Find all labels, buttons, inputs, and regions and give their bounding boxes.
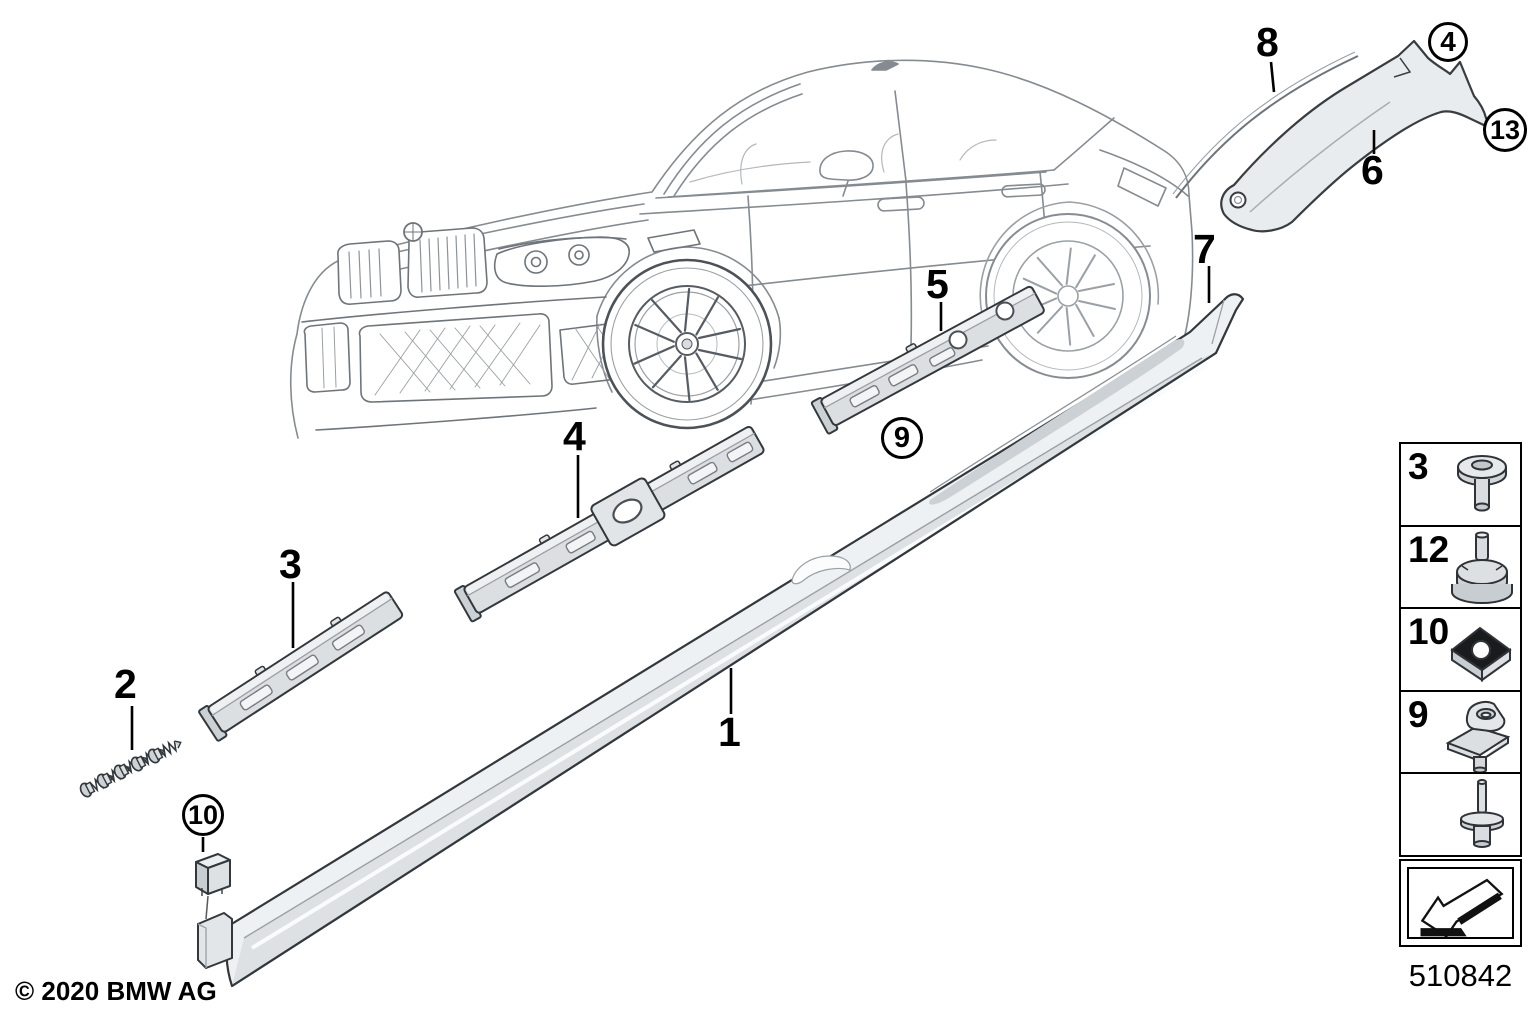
part-rail-front <box>198 591 404 742</box>
headlight <box>493 229 701 287</box>
car-illustration <box>289 59 1194 439</box>
part-screw-set <box>79 740 182 798</box>
legend-box-grommet: 12 <box>1399 524 1522 610</box>
callout-1: 1 <box>718 709 741 755</box>
part-end-cap <box>195 853 231 896</box>
fastener-legend: 3 12 <box>1399 442 1522 947</box>
legend-label: 9 <box>1408 693 1429 735</box>
legend-label: 12 <box>1408 528 1450 570</box>
callout-4-circled: 4 <box>1428 22 1468 62</box>
rear-wheel <box>985 213 1151 379</box>
front-intakes <box>301 296 653 431</box>
callout-8: 8 <box>1256 19 1279 65</box>
direction-of-travel-arrow-icon <box>1420 878 1504 938</box>
grommet-icon <box>1451 531 1513 604</box>
legend-label: 3 <box>1408 446 1429 487</box>
part-rail-center <box>453 425 765 623</box>
legend-box-clamp-clip: 9 <box>1399 689 1522 775</box>
callout-13-circled: 13 <box>1483 108 1527 152</box>
part-rail-rear <box>810 285 1045 435</box>
legend-label: 10 <box>1408 611 1450 652</box>
callout-2: 2 <box>114 661 137 707</box>
square-nut-icon <box>1450 626 1512 682</box>
callout-3: 3 <box>279 541 302 587</box>
leader-lines <box>130 61 1376 852</box>
part-arch-finisher-strip <box>1172 51 1359 199</box>
legend-box-flange-screw: 3 <box>1399 442 1522 527</box>
callout-6: 6 <box>1361 147 1384 193</box>
front-wheel <box>601 258 773 430</box>
legend-box-direction-of-travel <box>1399 859 1522 947</box>
part-wheel-arch-trim <box>1220 39 1492 233</box>
callout-9-circled: 9 <box>881 417 923 459</box>
diagram-number: 510842 <box>1408 958 1513 993</box>
flange-screw-icon <box>1457 455 1507 512</box>
push-rivet-icon <box>1460 779 1504 848</box>
callout-5: 5 <box>926 261 949 307</box>
part-side-skirt <box>197 293 1245 988</box>
callout-10-circled: 10 <box>182 794 224 836</box>
callout-4: 4 <box>563 413 586 459</box>
clamp-clip-icon <box>1445 700 1511 773</box>
legend-box-square-nut: 10 <box>1399 607 1522 692</box>
kidney-grille <box>337 227 488 305</box>
direction-box-frame <box>1407 867 1514 939</box>
legend-box-push-rivet <box>1399 772 1522 857</box>
copyright-notice: © 2020 BMW AG <box>15 976 217 1006</box>
callout-7: 7 <box>1193 226 1216 272</box>
bmw-roundel <box>403 222 423 242</box>
